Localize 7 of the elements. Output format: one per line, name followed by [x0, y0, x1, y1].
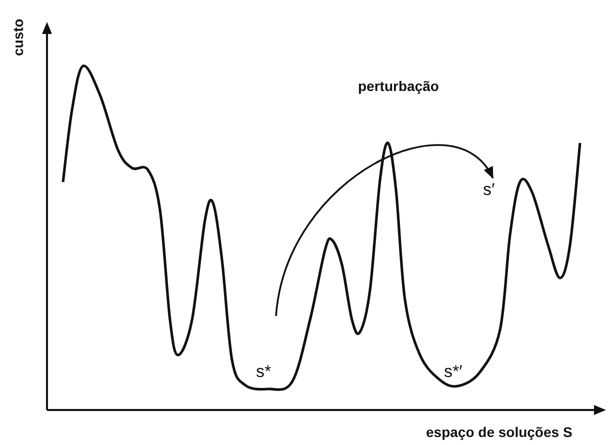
perturbation-arrow [275, 144, 494, 316]
solution-label: s′ [483, 180, 495, 200]
axis-title: espaço de soluções S [426, 424, 572, 440]
solution-label: s*′ [444, 362, 462, 382]
axis-title: custo [10, 18, 26, 56]
solution-label: s* [256, 362, 272, 382]
edge-label: perturbação [358, 78, 439, 94]
